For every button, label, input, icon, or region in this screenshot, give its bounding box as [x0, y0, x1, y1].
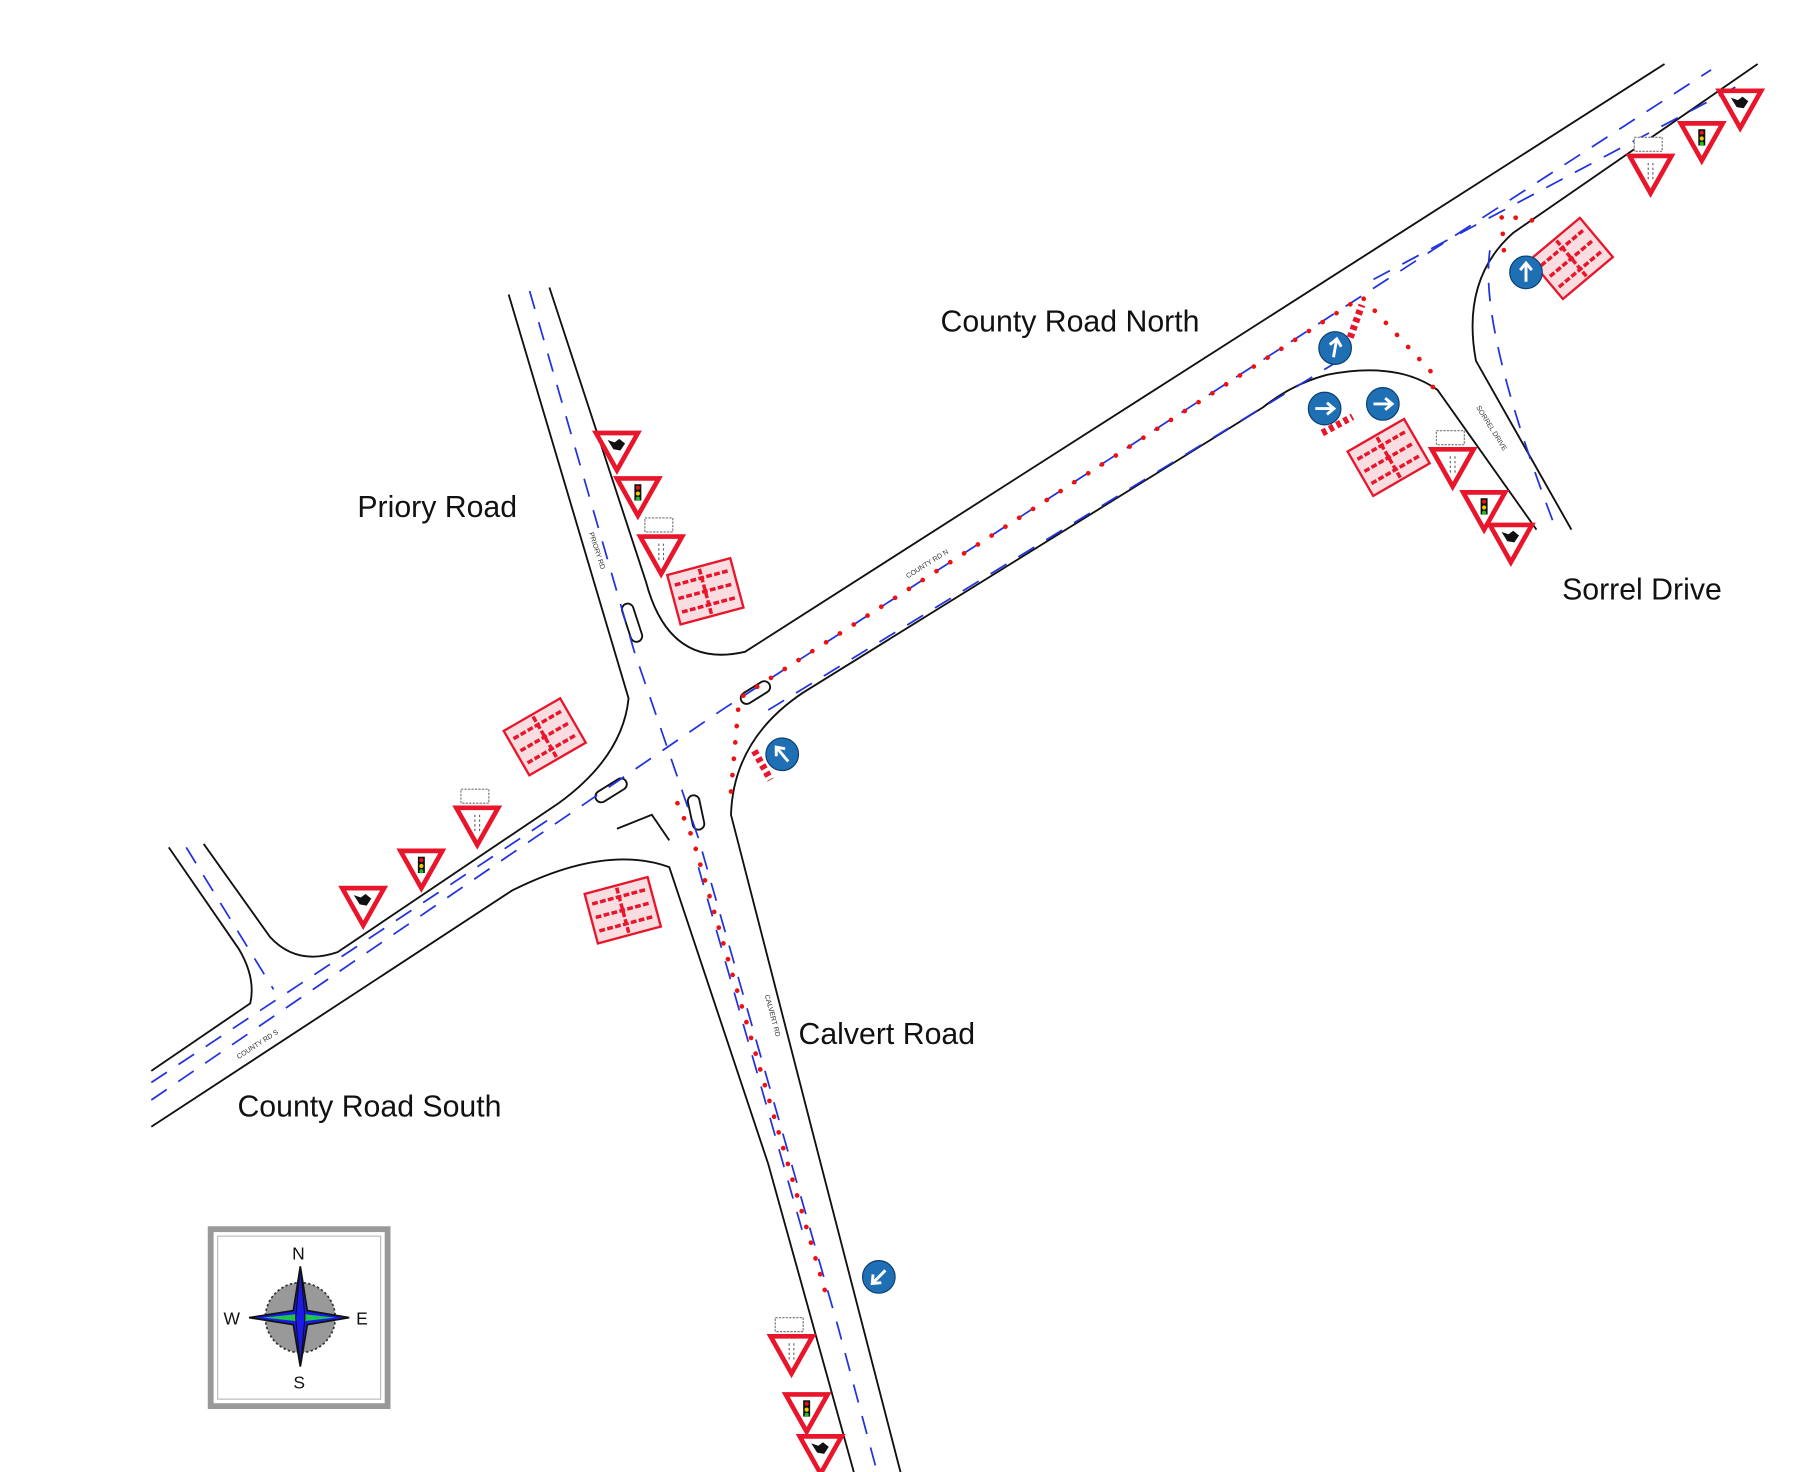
roadworks-triangle-icon	[342, 888, 384, 925]
plate-county-rd-n: COUNTY RD N	[905, 549, 950, 581]
label-sorrel-drive: Sorrel Drive	[1562, 573, 1722, 606]
compass-n: N	[292, 1243, 305, 1263]
warning-triangle-icon	[640, 518, 682, 574]
blue-arrow-circle-icon	[757, 729, 807, 779]
keep-direction-signs	[757, 254, 1544, 1302]
barrier	[1346, 303, 1366, 339]
label-county-road-south: County Road South	[237, 1090, 501, 1123]
roadworks-info-board-icon	[501, 696, 588, 778]
centre-lines	[150, 69, 1747, 1472]
compass-s: S	[293, 1373, 305, 1393]
compass-e: E	[356, 1309, 368, 1329]
plate-sorrel-drive: SORREL DRIVE	[1474, 405, 1507, 453]
roadworks-info-board-icon	[582, 875, 663, 946]
roadworks-info-board-icon	[1528, 216, 1615, 301]
label-priory-road: Priory Road	[357, 491, 517, 524]
blue-arrow-circle-icon	[1508, 254, 1544, 291]
compass-w: W	[223, 1309, 240, 1329]
blue-arrow-circle-icon	[1365, 386, 1401, 422]
compass-rose: N S E W	[207, 1226, 391, 1410]
traffic-signals-triangle-icon	[786, 1394, 828, 1431]
label-county-road-north: County Road North	[941, 306, 1200, 339]
roadworks-triangle-icon	[800, 1436, 842, 1472]
roadworks-triangle-icon	[596, 433, 638, 470]
blue-arrow-circle-icon	[1306, 390, 1343, 427]
cone-lines	[675, 212, 1539, 1307]
roadworks-info-board-icon	[665, 556, 746, 627]
warning-triangle-icon	[1432, 431, 1474, 487]
label-calvert-road: Calvert Road	[799, 1018, 976, 1051]
warning-signs	[342, 91, 1761, 1472]
roadworks-info-board-icon	[1345, 417, 1432, 498]
barrier	[751, 749, 774, 782]
plate-priory-rd: PRIORY RD	[587, 532, 606, 571]
roadworks-triangle-icon	[1490, 525, 1532, 562]
blue-arrow-circle-icon	[854, 1252, 904, 1302]
warning-triangle-icon	[456, 789, 498, 845]
traffic-signals-triangle-icon	[1681, 123, 1723, 160]
barrier	[1320, 413, 1355, 437]
warning-triangle-icon	[1630, 137, 1672, 193]
traffic-signals-triangle-icon	[400, 851, 442, 888]
road-edges	[150, 63, 1759, 1472]
warning-triangle-icon	[771, 1318, 813, 1374]
